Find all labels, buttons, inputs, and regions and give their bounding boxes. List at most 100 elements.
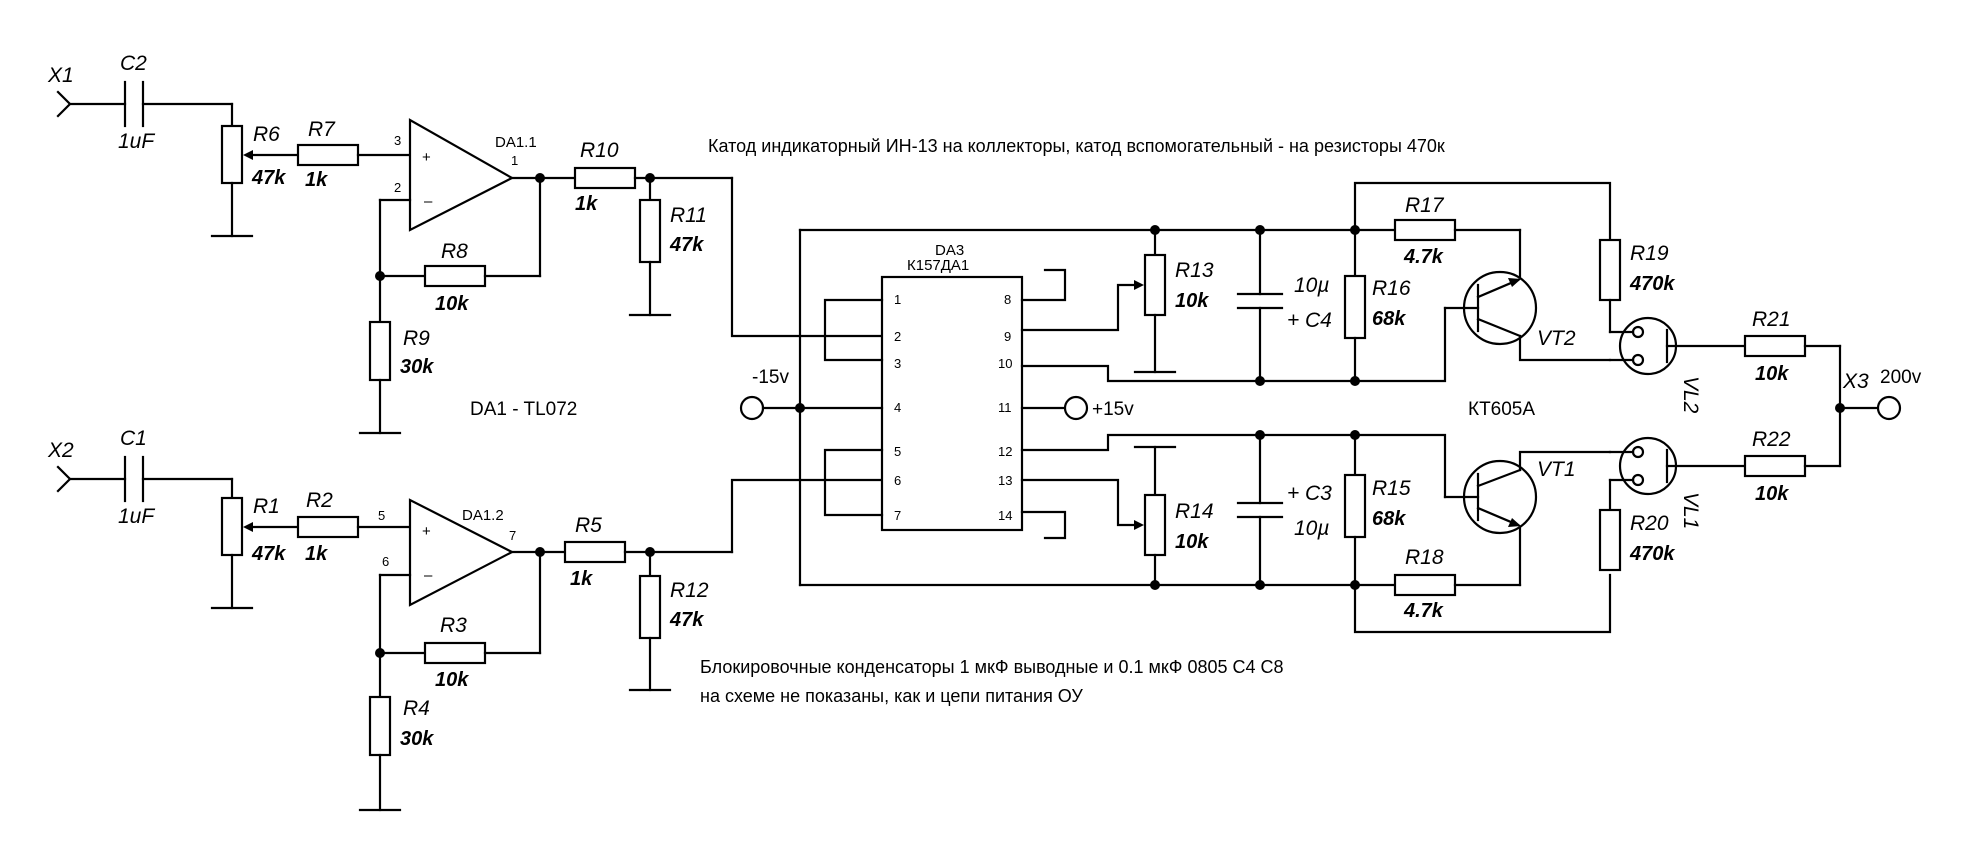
c1-ref: C1 bbox=[120, 427, 147, 450]
hv-terminal-x3: X3 200v bbox=[1838, 367, 1922, 421]
resistor-r3: R3 10k bbox=[378, 550, 542, 691]
junction bbox=[1255, 430, 1265, 440]
resistor-r21: R21 10k bbox=[1743, 308, 1842, 410]
da12-pin5: 5 bbox=[378, 508, 385, 523]
resistor-r11: R11 47k bbox=[628, 176, 707, 317]
da11-pin1: 1 bbox=[511, 153, 518, 168]
neg-supply-terminal: -15v bbox=[739, 367, 884, 421]
resistor-r9: R9 30k bbox=[358, 274, 434, 435]
resistor-r4: R4 30k bbox=[358, 651, 434, 812]
da3-pin2: 2 bbox=[894, 329, 901, 344]
r13-ref: R13 bbox=[1175, 259, 1214, 282]
r15-ref: R15 bbox=[1372, 477, 1411, 500]
da3-pin8: 8 bbox=[1004, 292, 1011, 307]
r8-value: 10k bbox=[435, 293, 469, 315]
c4-value: 10µ bbox=[1294, 274, 1329, 297]
da3-pin1: 1 bbox=[894, 292, 901, 307]
r13-value: 10k bbox=[1175, 290, 1209, 312]
r17-value: 4.7k bbox=[1403, 246, 1444, 268]
resistor-r10: R10 1k bbox=[573, 139, 734, 215]
capacitor-c1: C1 1uF bbox=[118, 427, 234, 528]
vt2-ref: VT2 bbox=[1537, 327, 1576, 350]
r6-value: 47k bbox=[251, 167, 286, 189]
r5-ref: R5 bbox=[575, 514, 602, 537]
input-x1: X1 bbox=[47, 64, 127, 118]
indicator-vl2: VL2 bbox=[1608, 316, 1747, 414]
r8-ref: R8 bbox=[441, 240, 468, 263]
wire-pin10-vt2-base bbox=[1020, 306, 1447, 383]
transistor-vt2: VT2 bbox=[1443, 270, 1612, 362]
c2-ref: C2 bbox=[120, 52, 147, 75]
c1-value: 1uF bbox=[118, 505, 155, 528]
c4-ref: C4 bbox=[1305, 309, 1332, 332]
da11-pin2: 2 bbox=[394, 180, 401, 195]
transistor-vt1: VT1 bbox=[1443, 450, 1612, 535]
r1-value: 47k bbox=[251, 543, 286, 565]
resistor-r12: R12 47k bbox=[628, 550, 709, 692]
r22-ref: R22 bbox=[1752, 428, 1791, 451]
r21-value: 10k bbox=[1755, 363, 1789, 385]
r4-ref: R4 bbox=[403, 697, 430, 720]
da3-type: К157ДА1 bbox=[907, 257, 969, 274]
wire-da12-to-da3 bbox=[730, 478, 884, 554]
r2-value: 1k bbox=[305, 543, 328, 565]
da12-minus: – bbox=[424, 567, 433, 584]
r22-value: 10k bbox=[1755, 483, 1789, 505]
junction bbox=[1255, 225, 1265, 235]
potentiometer-r6: R6 47k bbox=[210, 102, 300, 238]
da3-pin7: 7 bbox=[894, 508, 901, 523]
r12-value: 47k bbox=[669, 609, 704, 631]
da11-minus: – bbox=[424, 193, 433, 210]
c2-value: 1uF bbox=[118, 130, 155, 153]
wire-r20-bottom bbox=[1353, 573, 1612, 634]
indicator-vl1: VL1 bbox=[1608, 436, 1747, 529]
r20-value: 470k bbox=[1629, 543, 1675, 565]
r5-value: 1k bbox=[570, 568, 593, 590]
opamp-da1-2: + – 5 6 7 DA1.2 bbox=[378, 498, 567, 655]
da11-plus: + bbox=[422, 149, 431, 166]
junction bbox=[1255, 376, 1265, 386]
capacitor-c4: 10µ + C4 bbox=[1236, 228, 1332, 383]
r1-ref: R1 bbox=[253, 495, 280, 518]
r17-ref: R17 bbox=[1405, 194, 1445, 217]
r14-ref: R14 bbox=[1175, 500, 1214, 523]
resistor-r20: R20 470k bbox=[1598, 478, 1675, 572]
potentiometer-r1: R1 47k bbox=[210, 477, 300, 610]
r21-ref: R21 bbox=[1752, 308, 1791, 331]
note-top: Катод индикаторный ИН-13 на коллекторы, … bbox=[708, 136, 1445, 156]
c4-ref-plus: + bbox=[1287, 309, 1299, 332]
resistor-r15: R15 68k bbox=[1343, 433, 1411, 587]
da11-ref: DA1.1 bbox=[495, 134, 537, 151]
wire-pin12-vt1-base bbox=[1020, 433, 1447, 499]
da3-pin10: 10 bbox=[998, 356, 1012, 371]
transistor-type-label: КТ605А bbox=[1468, 399, 1535, 420]
da12-pin7: 7 bbox=[509, 528, 516, 543]
da11-pin3: 3 bbox=[394, 133, 401, 148]
resistor-r5: R5 1k bbox=[563, 514, 734, 590]
r7-ref: R7 bbox=[308, 118, 336, 141]
r3-ref: R3 bbox=[440, 614, 467, 637]
input-x2: X2 bbox=[47, 439, 127, 493]
pin14-stub bbox=[1020, 510, 1067, 540]
r14-value: 10k bbox=[1175, 531, 1209, 553]
da3-pin4: 4 bbox=[894, 400, 901, 415]
da12-ref: DA1.2 bbox=[462, 507, 504, 524]
vl1-ref: VL1 bbox=[1679, 492, 1702, 529]
pos-supply-terminal: +15v bbox=[1020, 395, 1134, 421]
da3-pin3: 3 bbox=[894, 356, 901, 371]
pin8-stub bbox=[1020, 268, 1067, 302]
r11-ref: R11 bbox=[670, 204, 707, 227]
da3-pin13: 13 bbox=[998, 473, 1012, 488]
vt1-ref: VT1 bbox=[1537, 458, 1576, 481]
resistor-r8: R8 10k bbox=[378, 176, 542, 315]
note-bottom-line1: Блокировочные конденсаторы 1 мкФ выводны… bbox=[700, 657, 1284, 677]
resistor-r22: R22 10k bbox=[1743, 406, 1842, 505]
opamp-type-label: DA1 - TL072 bbox=[470, 399, 577, 420]
junction bbox=[1150, 225, 1160, 235]
r2-ref: R2 bbox=[306, 489, 333, 512]
wire-pin5-pin7 bbox=[823, 448, 884, 517]
junction bbox=[1150, 580, 1160, 590]
r12-ref: R12 bbox=[670, 579, 709, 602]
r6-ref: R6 bbox=[253, 123, 280, 146]
